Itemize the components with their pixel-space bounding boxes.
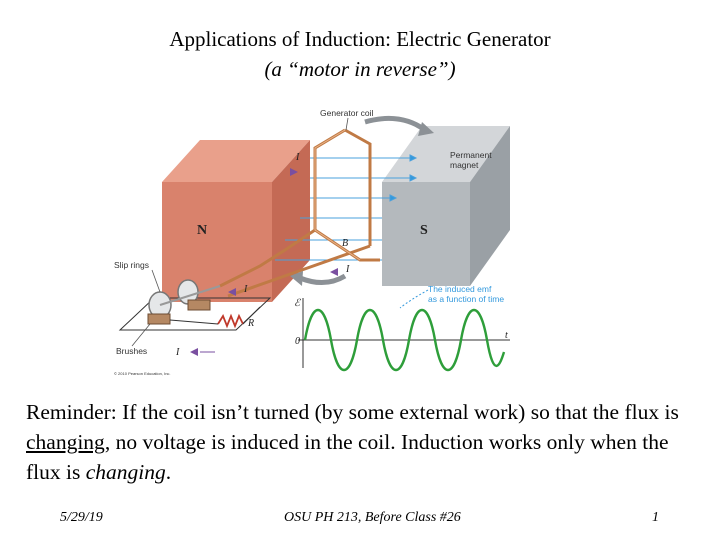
permanent-magnet-label-1: Permanent (450, 150, 492, 160)
copyright-label: © 2010 Pearson Education, Inc. (114, 371, 171, 376)
generator-coil-label: Generator coil (320, 108, 373, 118)
footer-date: 5/29/19 (60, 510, 103, 525)
footer-page-number: 1 (652, 510, 659, 525)
resistor-icon (217, 313, 244, 329)
emf-graph (298, 298, 510, 372)
slip-rings (148, 279, 221, 319)
current-arrows (190, 168, 338, 356)
south-magnet (382, 126, 510, 286)
reminder-text: Reminder: If the coil isn’t turned (by s… (26, 397, 706, 487)
brushes-label: Brushes (116, 346, 147, 356)
current-label-top: I (295, 152, 300, 163)
emf-note-line-2: as a function of time (428, 294, 504, 304)
brushes (147, 299, 211, 325)
slide-title: Applications of Induction: Electric Gene… (0, 24, 720, 85)
current-label-bottom: I (175, 347, 180, 358)
emf-axis-label: ℰ (294, 298, 301, 309)
field-label: B (342, 238, 348, 249)
title-line-2: (a “motor in reverse”) (264, 57, 456, 82)
rotation-arrow-bottom-icon (299, 273, 347, 285)
time-axis-label: t (505, 330, 508, 341)
circuit-board (118, 297, 272, 331)
north-magnet (162, 140, 310, 302)
current-label-wire: I (243, 284, 248, 295)
reminder-text-end: . (165, 460, 172, 485)
footer-course: OSU PH 213, Before Class #26 (284, 510, 461, 525)
permanent-magnet-label-2: magnet (450, 160, 479, 170)
emf-sine-wave (303, 308, 506, 372)
zero-label: 0 (295, 336, 300, 347)
slip-rings-label: Slip rings (114, 260, 149, 270)
resistor-label: R (247, 318, 254, 329)
emf-note-line-1: The induced emf (428, 284, 492, 294)
reminder-underlined-word: changing (26, 430, 105, 455)
south-pole-label: S (420, 223, 428, 238)
north-pole-label: N (197, 223, 207, 238)
reminder-text-part-1: Reminder: If the coil isn’t turned (by s… (26, 400, 679, 424)
title-line-1: Applications of Induction: Electric Gene… (169, 27, 551, 51)
rotation-arrow-top-icon (364, 115, 427, 133)
magnetic-field-lines (275, 154, 418, 261)
reminder-text-part-2: , no voltage is induced in the coil. Ind… (26, 430, 669, 485)
current-label-coil: I (345, 264, 350, 275)
generator-diagram: Generator coil Permanent magnet N S Slip… (114, 108, 510, 376)
reminder-italic-word: changing (85, 460, 166, 485)
